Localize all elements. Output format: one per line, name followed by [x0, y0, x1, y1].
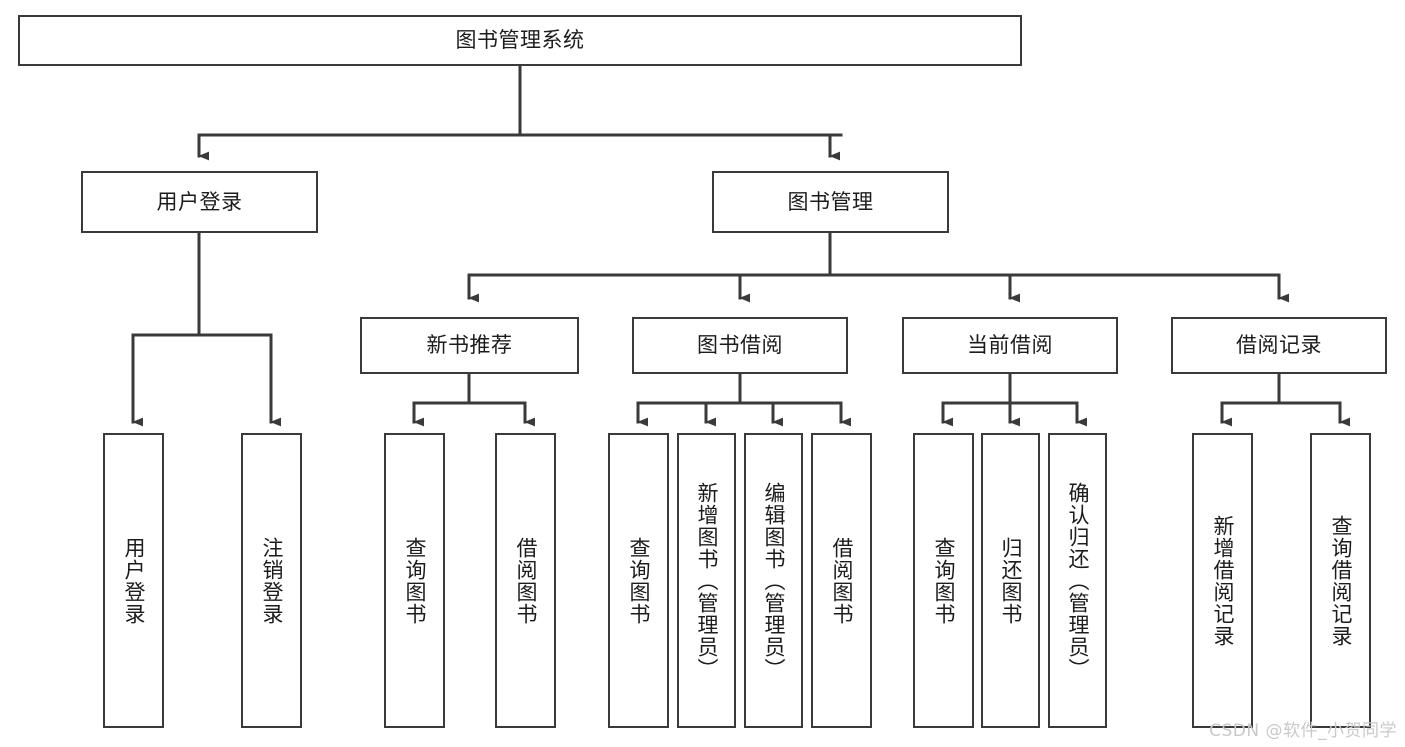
watermark-text: CSDN @软件_小贺同学 [1209, 721, 1397, 741]
node-leaf-query-book-2[interactable]: 查询图书 [608, 433, 669, 728]
node-leaf-borrow-book-2-label: 借阅图书 [829, 536, 854, 625]
node-leaf-add-record[interactable]: 新增借阅记录 [1192, 433, 1253, 728]
node-leaf-query-book-3[interactable]: 查询图书 [913, 433, 974, 728]
node-leaf-borrow-book-2[interactable]: 借阅图书 [811, 433, 872, 728]
node-new-book-recommend-label: 新书推荐 [426, 333, 513, 358]
node-leaf-edit-book[interactable]: 编辑图书（管理员） [744, 433, 803, 728]
node-book-borrow[interactable]: 图书借阅 [632, 317, 848, 374]
node-leaf-add-book-label: 新增图书（管理员） [694, 481, 719, 680]
node-leaf-query-book-2-label: 查询图书 [626, 536, 651, 625]
node-leaf-user-logout-label: 注销登录 [259, 536, 284, 625]
node-leaf-user-login-label: 用户登录 [121, 536, 146, 625]
node-new-book-recommend[interactable]: 新书推荐 [360, 317, 579, 374]
node-leaf-query-book-1[interactable]: 查询图书 [384, 433, 445, 728]
node-book-borrow-label: 图书借阅 [697, 333, 783, 358]
node-leaf-confirm-return[interactable]: 确认归还（管理员） [1048, 433, 1107, 728]
node-root-label: 图书管理系统 [455, 28, 585, 53]
node-leaf-borrow-book-1[interactable]: 借阅图书 [495, 433, 556, 728]
node-current-borrow[interactable]: 当前借阅 [902, 317, 1118, 374]
node-leaf-borrow-book-1-label: 借阅图书 [513, 536, 538, 625]
node-leaf-add-book[interactable]: 新增图书（管理员） [677, 433, 736, 728]
node-user-login-label: 用户登录 [156, 189, 243, 214]
node-leaf-query-record-label: 查询借阅记录 [1328, 514, 1353, 647]
node-book-manage-label: 图书管理 [787, 189, 874, 214]
node-leaf-add-record-label: 新增借阅记录 [1210, 514, 1235, 647]
node-leaf-query-record[interactable]: 查询借阅记录 [1310, 433, 1371, 728]
node-leaf-edit-book-label: 编辑图书（管理员） [761, 481, 786, 680]
node-user-login[interactable]: 用户登录 [81, 171, 318, 233]
node-book-manage[interactable]: 图书管理 [712, 171, 949, 233]
node-leaf-user-login[interactable]: 用户登录 [103, 433, 164, 728]
node-leaf-user-logout[interactable]: 注销登录 [241, 433, 302, 728]
node-leaf-query-book-3-label: 查询图书 [931, 536, 956, 625]
node-leaf-query-book-1-label: 查询图书 [402, 536, 427, 625]
node-root[interactable]: 图书管理系统 [18, 15, 1022, 66]
node-borrow-record-label: 借阅记录 [1236, 333, 1322, 358]
node-current-borrow-label: 当前借阅 [967, 333, 1053, 358]
node-leaf-confirm-return-label: 确认归还（管理员） [1065, 481, 1090, 680]
node-leaf-return-book[interactable]: 归还图书 [981, 433, 1040, 728]
node-borrow-record[interactable]: 借阅记录 [1171, 317, 1387, 374]
node-leaf-return-book-label: 归还图书 [998, 536, 1023, 625]
